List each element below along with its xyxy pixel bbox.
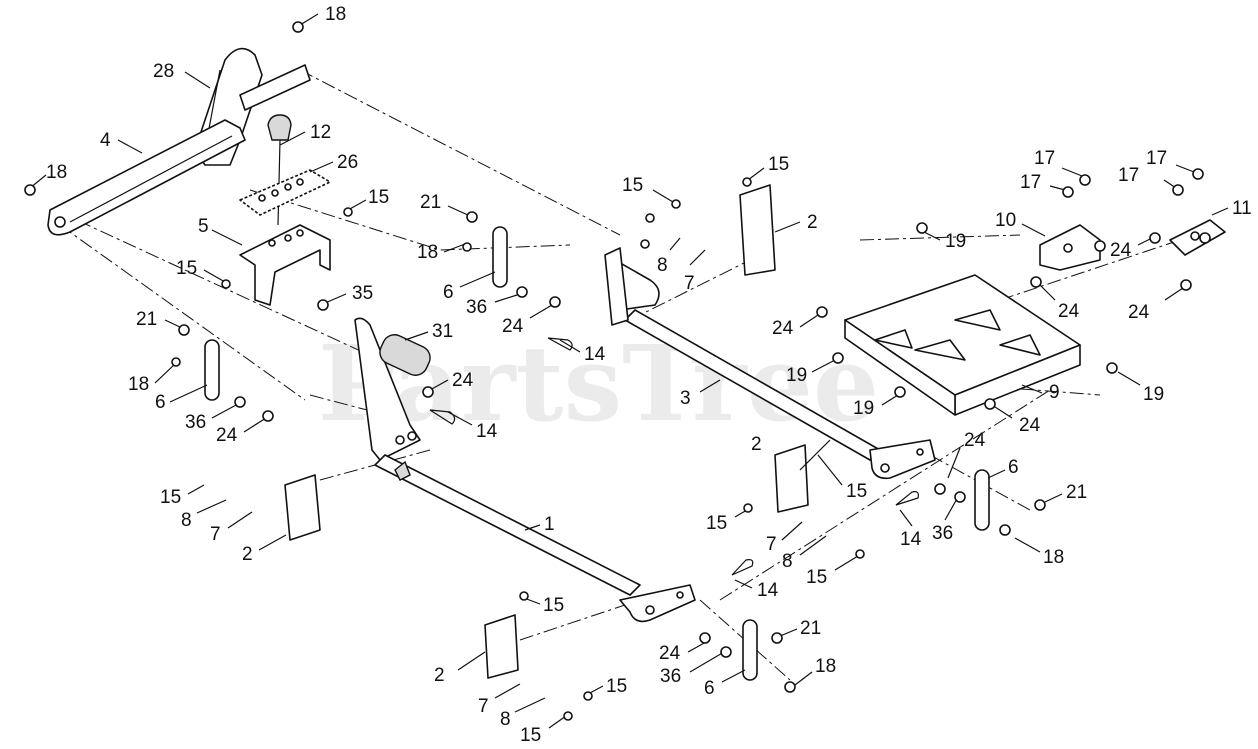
callouts: 18 28 4 12 18 26 15 5 15 21 18 6 36 24 3… — [29, 4, 1252, 746]
callout-19: 19 — [1143, 384, 1164, 405]
callout-11: 11 — [1232, 198, 1252, 219]
callout-6: 6 — [704, 678, 715, 699]
callout-7: 7 — [684, 273, 695, 294]
callout-24: 24 — [1128, 302, 1150, 323]
callout-21: 21 — [1066, 482, 1087, 503]
callout-24: 24 — [1019, 415, 1041, 436]
part-10-bracket — [1039, 224, 1101, 271]
callout-15: 15 — [706, 513, 727, 534]
part-2-plates — [284, 184, 809, 679]
callout-5: 5 — [198, 216, 209, 237]
callout-28: 28 — [153, 61, 174, 82]
callout-21: 21 — [420, 192, 441, 213]
part-4-long-bar — [47, 119, 246, 236]
callout-24: 24 — [216, 425, 238, 446]
callout-15: 15 — [606, 676, 627, 697]
callout-2: 2 — [807, 212, 818, 233]
callout-15: 15 — [368, 187, 389, 208]
callout-24: 24 — [1058, 301, 1080, 322]
callout-31: 31 — [432, 321, 453, 342]
callout-36: 36 — [660, 666, 681, 687]
part-26-decal — [239, 169, 331, 216]
callout-19: 19 — [945, 231, 966, 252]
callout-36: 36 — [185, 412, 206, 433]
callout-15: 15 — [543, 595, 564, 616]
callout-15: 15 — [622, 175, 643, 196]
callout-14: 14 — [757, 580, 779, 601]
callout-24: 24 — [659, 643, 681, 664]
callout-10: 10 — [995, 210, 1016, 231]
callout-17: 17 — [1020, 172, 1041, 193]
callout-1: 1 — [544, 514, 555, 535]
callout-2: 2 — [751, 434, 762, 455]
callout-18: 18 — [1043, 547, 1064, 568]
callout-7: 7 — [478, 696, 489, 717]
callout-4: 4 — [100, 130, 111, 151]
callout-36: 36 — [466, 297, 487, 318]
callout-24: 24 — [772, 318, 794, 339]
callout-2: 2 — [434, 665, 445, 686]
callout-15: 15 — [520, 725, 541, 746]
part-9-platform — [844, 274, 1081, 416]
part-3-upper-rod — [604, 247, 936, 480]
callout-9: 9 — [1049, 382, 1060, 403]
callout-2: 2 — [242, 544, 253, 565]
callout-12: 12 — [310, 122, 331, 143]
callout-6: 6 — [155, 392, 166, 413]
callout-8: 8 — [181, 510, 192, 531]
callout-21: 21 — [136, 309, 157, 330]
callout-18: 18 — [325, 4, 346, 25]
callout-21: 21 — [800, 618, 821, 639]
callout-6: 6 — [1008, 457, 1019, 478]
callout-17: 17 — [1118, 165, 1139, 186]
callout-17: 17 — [1146, 148, 1167, 169]
part-5-bracket — [239, 224, 331, 306]
callout-14: 14 — [476, 421, 498, 442]
callout-18: 18 — [128, 374, 149, 395]
callout-24: 24 — [502, 316, 524, 337]
callout-14: 14 — [900, 529, 922, 550]
callout-18: 18 — [417, 242, 438, 263]
callout-8: 8 — [500, 709, 511, 730]
part-1-main-rod — [374, 454, 696, 623]
callout-24: 24 — [964, 430, 986, 451]
part-6-links — [204, 226, 990, 681]
callout-19: 19 — [853, 398, 874, 419]
callout-18: 18 — [46, 162, 67, 183]
callout-7: 7 — [766, 534, 777, 555]
callout-3: 3 — [680, 388, 691, 409]
callout-17: 17 — [1034, 148, 1055, 169]
callout-24: 24 — [452, 370, 474, 391]
callout-7: 7 — [210, 524, 221, 545]
callout-15: 15 — [846, 481, 867, 502]
callout-15: 15 — [160, 487, 181, 508]
callout-15: 15 — [768, 154, 789, 175]
part-31-arm — [354, 317, 431, 461]
callout-26: 26 — [337, 152, 358, 173]
callout-35: 35 — [352, 283, 373, 304]
callout-6: 6 — [443, 282, 454, 303]
callout-36: 36 — [932, 523, 953, 544]
part-11-bracket — [1169, 219, 1226, 256]
callout-14: 14 — [584, 344, 606, 365]
callout-24: 24 — [1110, 240, 1132, 261]
part-14-cotter-pins — [429, 337, 919, 576]
callout-8: 8 — [657, 255, 668, 276]
callout-15: 15 — [806, 567, 827, 588]
callout-18: 18 — [815, 656, 836, 677]
callout-8: 8 — [782, 551, 793, 572]
callout-15: 15 — [176, 258, 197, 279]
callout-19: 19 — [786, 365, 807, 386]
hardware — [24, 21, 1211, 721]
